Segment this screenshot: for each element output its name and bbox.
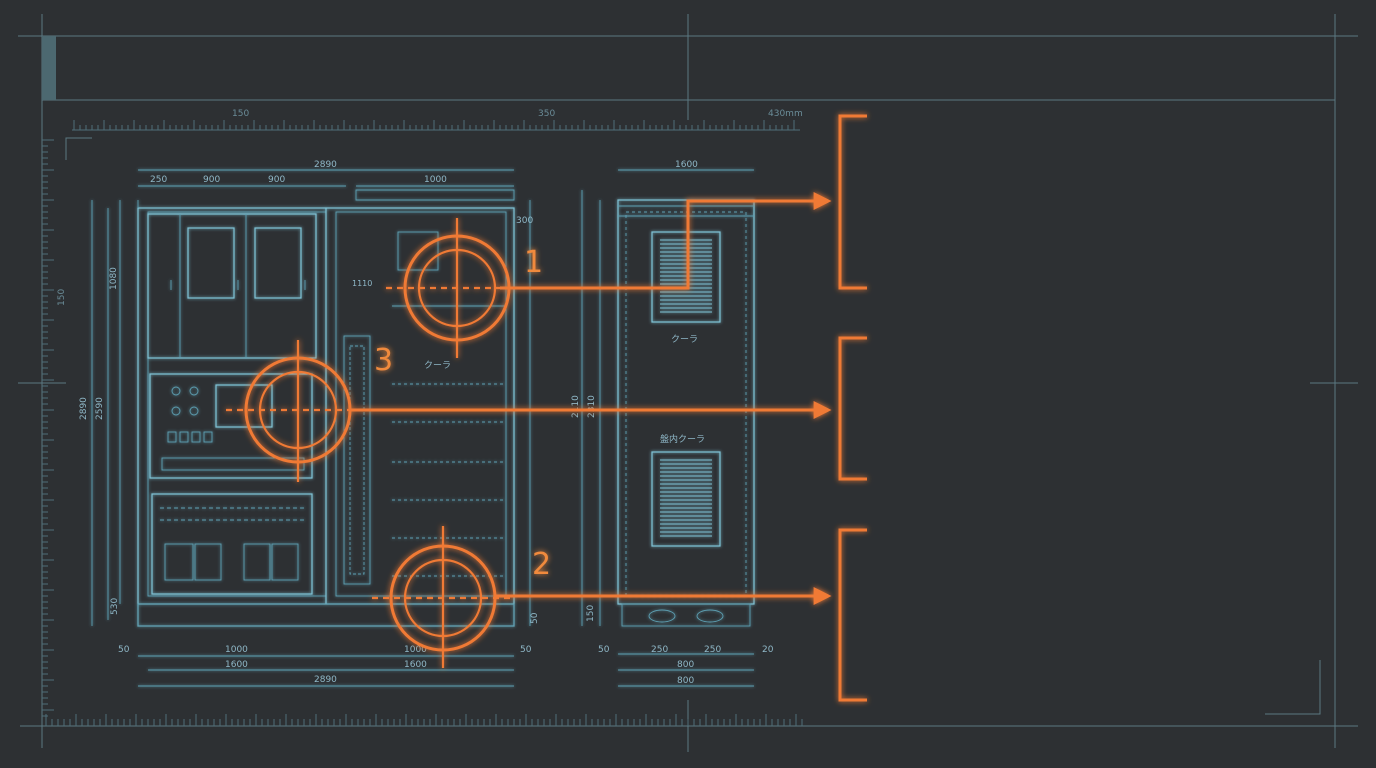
side-dim-top-width: 1600 (675, 160, 698, 170)
callout-3-target (226, 340, 832, 482)
side-label-cooler: クーラ (671, 334, 698, 345)
side-dim-bottom-250-b: 250 (704, 645, 721, 655)
front-view (91, 169, 531, 687)
callout-1-target (386, 192, 832, 358)
callout-number-2: 2 (532, 547, 551, 582)
dim-right-top: 1000 (424, 175, 447, 185)
drawing-frame (18, 14, 1358, 752)
dim-right-bottom: 50 (530, 612, 540, 624)
callout-number-3: 3 (374, 343, 393, 378)
bracket-1 (838, 114, 867, 290)
dim-top-seg-3: 900 (268, 175, 285, 185)
dim-bottom-seg-50-left: 50 (118, 645, 130, 655)
bracket-3 (838, 528, 867, 702)
dim-bottom-seg-1600-a: 1600 (225, 660, 248, 670)
bracket-2 (838, 336, 867, 481)
side-dim-bottom-20: 20 (762, 645, 774, 655)
side-dim-left-bottom: 150 (586, 605, 596, 622)
side-dim-bottom-250-a: 250 (651, 645, 668, 655)
ruler-label-350: 350 (538, 109, 555, 119)
side-dim-bottom-total-1: 800 (677, 660, 694, 670)
dim-right-mid: 300 (516, 216, 533, 226)
dim-bottom-seg-1000-b: 1000 (404, 645, 427, 655)
dim-bottom-left: 530 (110, 598, 120, 615)
ruler-label-150: 150 (232, 109, 249, 119)
front-panel-label: クーラ (424, 360, 451, 371)
dim-side-label-1: 1110 (352, 279, 372, 288)
dim-bottom-seg-1000-a: 1000 (225, 645, 248, 655)
side-dim-height-1: 2110 (571, 395, 581, 418)
bottom-ruler (45, 714, 803, 726)
side-label-inner-cooler: 盤内クーラ (660, 433, 705, 445)
callout-2-target (372, 526, 832, 668)
dim-left-height-3: 2590 (95, 397, 105, 420)
callout-number-1: 1 (524, 245, 543, 280)
side-dim-bottom-total-2: 800 (677, 676, 694, 686)
dim-left-height-1: 1080 (109, 267, 119, 290)
dim-overall-top: 2890 (314, 160, 337, 170)
dim-bottom-seg-1600-b: 1600 (404, 660, 427, 670)
annotation-brackets (838, 114, 867, 702)
side-dim-height-2: 2310 (587, 395, 597, 418)
ruler-label-left: 150 (57, 289, 67, 306)
top-ruler (72, 120, 800, 131)
side-view (581, 169, 755, 687)
dim-bottom-seg-50-right: 50 (520, 645, 532, 655)
ruler-label-430mm: 430mm (768, 109, 803, 119)
dim-left-height-2: 2890 (79, 397, 89, 420)
dim-top-seg-2: 900 (203, 175, 220, 185)
dim-top-seg-1: 250 (150, 175, 167, 185)
left-ruler (42, 139, 54, 717)
dim-bottom-total: 2890 (314, 675, 337, 685)
side-dim-bottom-50: 50 (598, 645, 610, 655)
